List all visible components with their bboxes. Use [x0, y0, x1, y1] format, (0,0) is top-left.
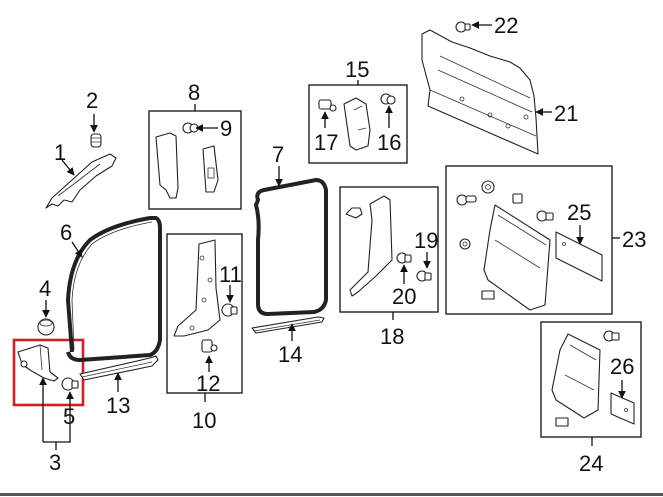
part-14-scuff-plate[interactable] [251, 316, 325, 334]
part-15-quarter-upper[interactable] [343, 97, 371, 151]
part-8-pillar-upper[interactable] [155, 132, 219, 199]
part-25-insulator[interactable] [555, 231, 603, 282]
callout-7[interactable]: 7 [272, 142, 284, 167]
callout-10[interactable]: 10 [192, 408, 216, 433]
group-box-18 [339, 186, 439, 313]
part-20-clip[interactable] [396, 252, 412, 264]
callout-12[interactable]: 12 [196, 371, 220, 396]
part-24-pad[interactable] [555, 417, 569, 427]
part-17-cap[interactable] [318, 99, 337, 112]
callout-25[interactable]: 25 [567, 200, 591, 225]
part-23-clip[interactable] [536, 210, 554, 222]
callout-4[interactable]: 4 [39, 276, 51, 301]
part-10-pillar-lower[interactable] [173, 239, 221, 337]
callout-18[interactable]: 18 [380, 324, 404, 349]
callout-3[interactable]: 3 [49, 450, 61, 475]
callout-8[interactable]: 8 [188, 80, 200, 105]
part-16-clip[interactable] [380, 93, 396, 105]
part-11-clip[interactable] [221, 303, 238, 317]
highlight-box-3[interactable] [12, 338, 85, 407]
part-12-clip[interactable] [201, 339, 218, 353]
part-22-clip[interactable] [455, 21, 471, 33]
callout-14[interactable]: 14 [278, 342, 302, 367]
part-18-quarter-lower[interactable] [345, 195, 393, 297]
callout-6[interactable]: 6 [60, 220, 72, 245]
callout-13[interactable]: 13 [106, 393, 130, 418]
part-4-clip[interactable] [37, 318, 55, 336]
callout-21[interactable]: 21 [554, 101, 578, 126]
callout-2[interactable]: 2 [86, 88, 98, 113]
leader-lines [39, 21, 626, 450]
part-23-pad[interactable] [481, 290, 495, 300]
part-7-weatherstrip[interactable] [254, 178, 328, 316]
part-1-pillar-garnish[interactable] [45, 153, 117, 209]
part-23-screw[interactable] [459, 238, 471, 250]
callout-17[interactable]: 17 [314, 130, 338, 155]
part-5-clip[interactable] [61, 377, 79, 391]
part-3-cowl-trim[interactable] [17, 344, 59, 382]
part-23-retainer[interactable] [512, 193, 523, 204]
callout-22[interactable]: 22 [494, 13, 518, 38]
part-9-clip[interactable] [182, 122, 199, 134]
part-21-back-panel[interactable] [421, 29, 539, 155]
part-24-clip[interactable] [603, 330, 620, 342]
callout-15[interactable]: 15 [345, 57, 369, 82]
callout-23[interactable]: 23 [622, 227, 646, 252]
part-2-clip[interactable] [90, 133, 102, 148]
group-box-23 [445, 165, 613, 315]
callout-19[interactable]: 19 [414, 228, 438, 253]
callout-11[interactable]: 11 [219, 262, 242, 287]
part-6-weatherstrip[interactable] [66, 216, 162, 362]
callout-9[interactable]: 9 [220, 116, 232, 141]
part-23-nut[interactable] [481, 180, 495, 194]
group-box-24 [540, 321, 642, 438]
bottom-divider [0, 493, 663, 496]
callout-labels: 1 2 3 4 5 6 7 8 9 10 11 12 13 14 15 16 1… [39, 13, 646, 476]
part-13-scuff-plate[interactable] [79, 355, 159, 381]
callout-26[interactable]: 26 [610, 354, 634, 379]
part-19-clip[interactable] [416, 270, 432, 282]
part-24-rear-cover[interactable] [551, 333, 601, 419]
callout-16[interactable]: 16 [377, 130, 401, 155]
part-26-insulator[interactable] [610, 392, 635, 425]
part-23-rear-cover[interactable] [483, 204, 551, 311]
callout-5[interactable]: 5 [63, 404, 75, 429]
part-23-bolt[interactable] [456, 194, 477, 206]
callout-24[interactable]: 24 [579, 451, 603, 476]
callout-20[interactable]: 20 [392, 284, 416, 309]
callout-1[interactable]: 1 [54, 140, 66, 165]
